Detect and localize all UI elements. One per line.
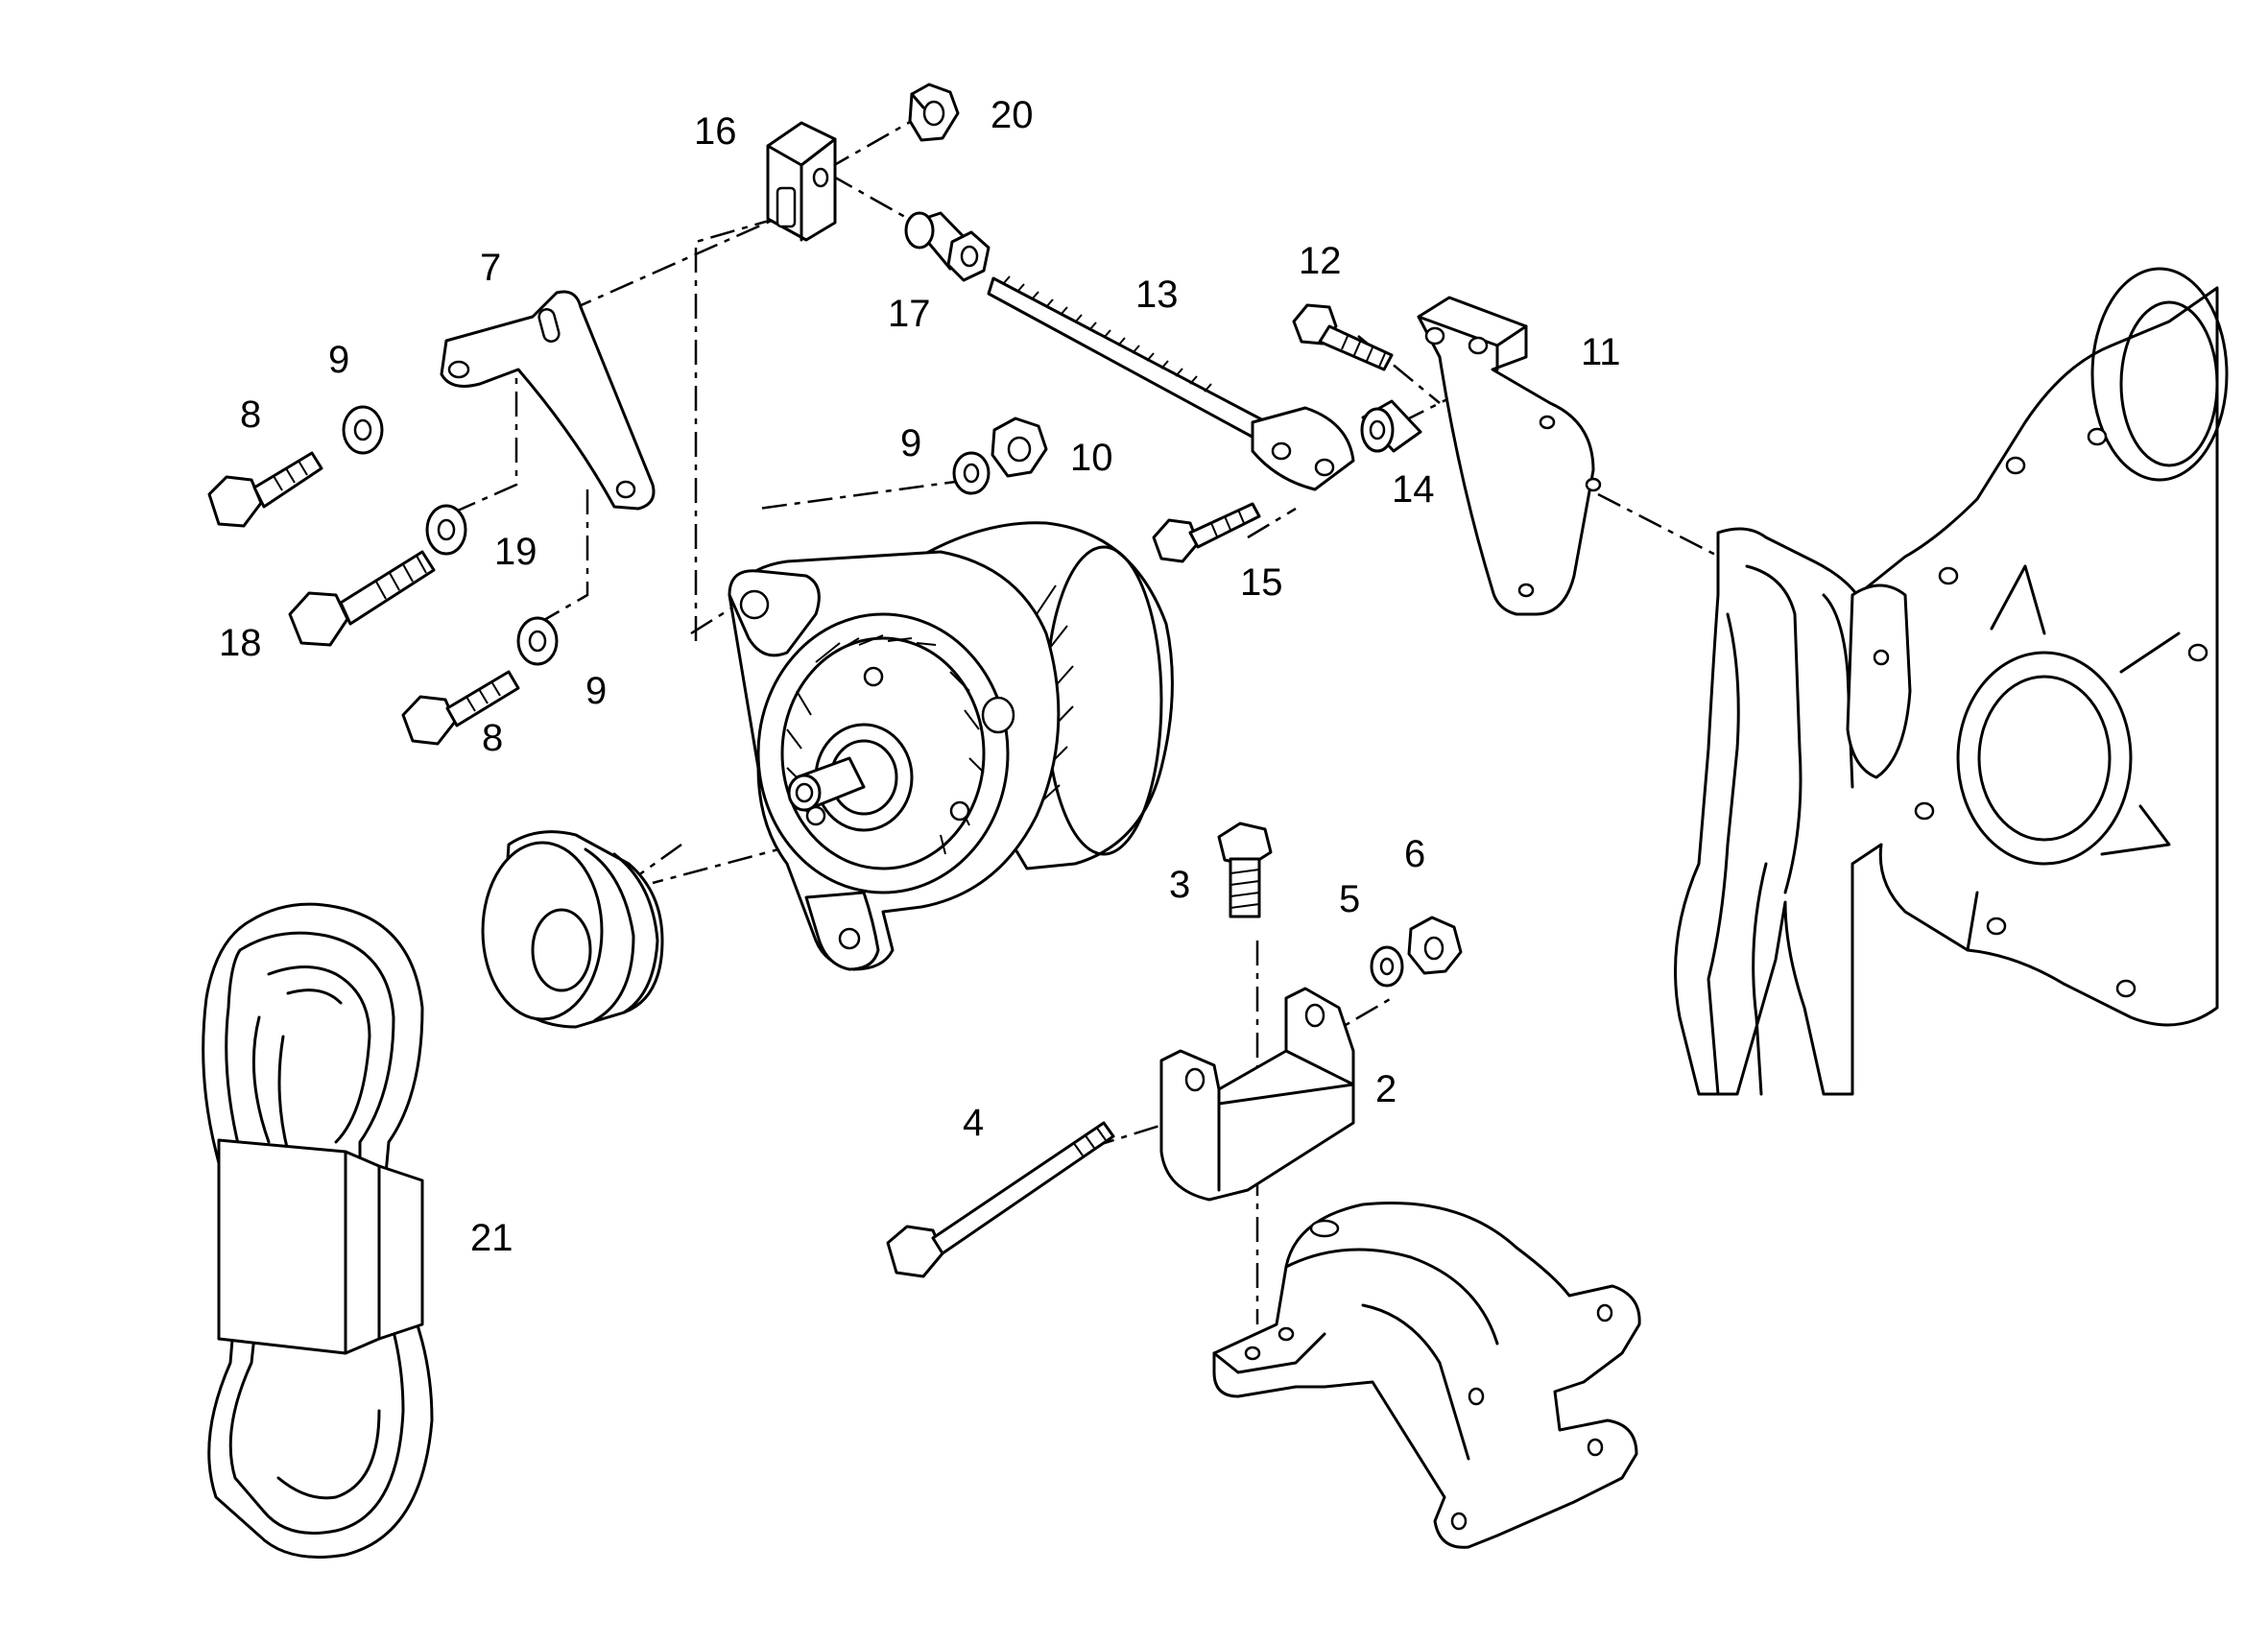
callout-8-lower: 8 xyxy=(482,717,503,759)
sleeve-nut-part-17 xyxy=(904,211,991,282)
adjusting-rod-part-13 xyxy=(987,275,1355,491)
callout-9-middle: 9 xyxy=(900,422,921,465)
clamp-block-part-16 xyxy=(766,121,837,242)
callout-19: 19 xyxy=(494,531,537,573)
callout-13: 13 xyxy=(1135,274,1179,316)
washer-part-9-lower-left xyxy=(516,616,559,666)
callout-16: 16 xyxy=(694,110,737,153)
mounting-bracket-part-2 xyxy=(1159,987,1355,1202)
callout-9-lower-left: 9 xyxy=(585,670,607,712)
callout-10: 10 xyxy=(1070,437,1113,479)
callout-15: 15 xyxy=(1240,561,1283,604)
callout-18: 18 xyxy=(219,622,262,664)
callout-11: 11 xyxy=(1581,331,1621,373)
lower-support-bracket xyxy=(1212,1201,1641,1549)
bolt-part-8-upper xyxy=(207,451,323,528)
bolt-part-8-lower xyxy=(401,670,520,746)
callout-14: 14 xyxy=(1392,468,1435,511)
callout-9-upper-left: 9 xyxy=(328,339,349,381)
tension-bracket-part-11 xyxy=(1417,296,1602,616)
bolt-part-12 xyxy=(1292,303,1394,371)
callout-5: 5 xyxy=(1339,878,1360,920)
callout-17: 17 xyxy=(888,293,931,335)
bolt-part-3 xyxy=(1217,822,1273,918)
callout-7: 7 xyxy=(480,247,501,289)
nut-part-6 xyxy=(1407,916,1463,975)
washer-part-9-middle xyxy=(952,451,991,495)
nut-part-20 xyxy=(908,83,960,142)
callout-20: 20 xyxy=(991,94,1034,136)
callout-3: 3 xyxy=(1169,864,1190,906)
spacer-part-14 xyxy=(1360,399,1422,453)
engine-housing xyxy=(1674,267,2229,1096)
washer-part-5 xyxy=(1370,945,1404,988)
nut-part-10 xyxy=(991,417,1048,478)
callout-12: 12 xyxy=(1299,240,1342,282)
callout-labels: 2 3 4 5 6 7 8 8 9 9 9 10 11 12 13 14 15 … xyxy=(219,94,1621,1259)
bolt-part-18 xyxy=(288,550,436,647)
bracket-part-7 xyxy=(440,290,656,511)
callout-4: 4 xyxy=(963,1102,984,1144)
v-belt-part-21 xyxy=(202,902,434,1559)
washer-part-19 xyxy=(425,504,467,556)
pulley xyxy=(481,830,664,1029)
bolt-part-15 xyxy=(1152,502,1261,563)
callout-2: 2 xyxy=(1375,1068,1397,1110)
bolt-part-4 xyxy=(886,1121,1115,1278)
washer-part-9-upper-left xyxy=(342,405,384,455)
callout-21: 21 xyxy=(470,1217,513,1259)
alternator xyxy=(728,521,1174,971)
callout-8-upper: 8 xyxy=(240,393,261,436)
callout-6: 6 xyxy=(1404,833,1425,875)
